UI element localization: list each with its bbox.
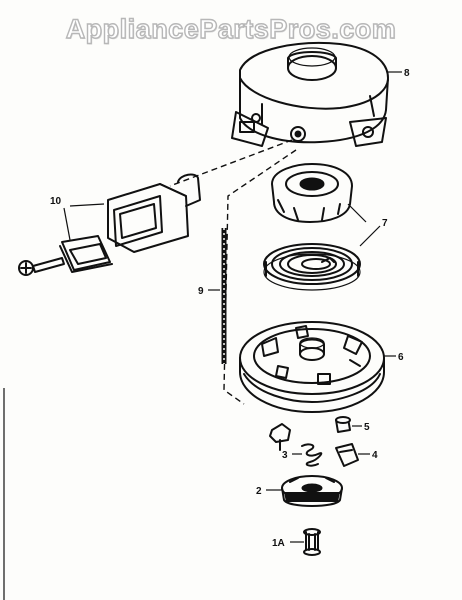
callout-6: 6 <box>398 352 404 363</box>
callout-7: 7 <box>382 218 388 229</box>
starter-pawl[interactable] <box>335 443 370 467</box>
center-screw[interactable] <box>290 528 321 556</box>
recoil-spring[interactable] <box>263 243 361 291</box>
callout-10-leaders <box>63 203 105 241</box>
starter-rope[interactable] <box>208 228 227 364</box>
starter-handle[interactable] <box>107 173 201 253</box>
callout-8: 8 <box>404 68 410 79</box>
callout-7-leaders <box>347 203 381 247</box>
callout-1a: 1A <box>272 538 285 549</box>
callout-3: 3 <box>282 450 288 461</box>
callout-4: 4 <box>372 450 378 461</box>
rope-pulley[interactable] <box>239 321 396 413</box>
starter-housing[interactable] <box>231 42 402 147</box>
rope-routing-guide <box>169 139 297 405</box>
retainer-screw[interactable] <box>335 416 362 433</box>
callout-9: 9 <box>198 286 204 297</box>
spring-cover[interactable] <box>271 163 353 223</box>
callout-5: 5 <box>364 422 370 433</box>
watermark-text: AppliancePartsPros.com <box>65 13 397 44</box>
handle-screw[interactable] <box>18 257 65 276</box>
compression-spring[interactable] <box>292 443 323 467</box>
starter-cup[interactable] <box>266 475 343 507</box>
handle-insert[interactable] <box>59 235 113 273</box>
hub-bolt[interactable] <box>269 423 291 451</box>
callout-10: 10 <box>50 196 62 207</box>
callout-2: 2 <box>256 486 262 497</box>
